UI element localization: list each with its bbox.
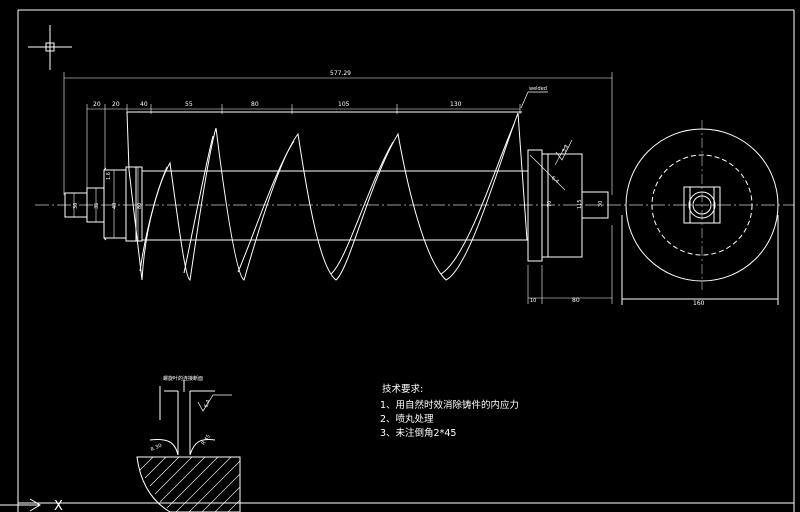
dim-dia-mid: 35: [94, 203, 100, 209]
dim-seg-1: 20: [93, 101, 101, 108]
dim-dia-small: 30: [73, 203, 79, 209]
left-vertical-dims: [73, 167, 139, 241]
detail-r2: R 45: [200, 434, 211, 447]
weld-label: welded: [529, 86, 547, 92]
notes-item-2: 2、喷丸处理: [380, 413, 434, 425]
spiral-flight-inner: [127, 111, 522, 275]
notes-title: 技术要求:: [382, 383, 423, 395]
dim-seg-3: 40: [140, 101, 148, 108]
dim-chamfer-left: 1.6: [106, 172, 112, 180]
dim-seg-6: 105: [338, 101, 350, 108]
roughness-symbol-top: [555, 139, 573, 161]
notes-item-3: 3、未注倒角2*45: [380, 427, 456, 439]
shaft-left-end: [64, 166, 143, 242]
dim-right-1: 70: [547, 201, 553, 207]
spiral-flight-outer: [126, 111, 528, 281]
top-dimension-lines: [63, 72, 613, 195]
ucs-icon: [0, 498, 41, 512]
dim-dia-shaft: 40: [112, 203, 118, 209]
section-hatch: [139, 456, 241, 512]
dim-seg-5: 80: [251, 101, 259, 108]
dim-seg-7: 130: [450, 101, 462, 108]
detail-title: 螺旋叶的连接断面: [163, 375, 203, 382]
roughness-mid-value: 6.4: [550, 175, 560, 185]
drawing-frame: [17, 9, 795, 512]
dim-end-view: 160: [693, 300, 705, 307]
technical-requirements: 技术要求: 1、用自然时效消除铸件的内应力 2、喷丸处理 3、未注倒角2*45: [380, 383, 519, 439]
notes-item-1: 1、用自然时效消除铸件的内应力: [380, 399, 519, 411]
detail-roughness-symbol: [197, 394, 232, 412]
weld-leader: [520, 91, 548, 109]
detail-roughness-value: 6.4: [203, 399, 211, 409]
crosshair-cursor-icon: [28, 25, 72, 70]
detail-r1: R 30: [150, 443, 163, 453]
dim-right-3: 30: [598, 201, 604, 207]
dimension-text: 577.29 20 20 40 55 80 105 130 welded 30 …: [73, 70, 705, 453]
right-hub: [527, 149, 609, 262]
roughness-top-value: 3.2: [561, 144, 570, 154]
dim-seg-2: 20: [112, 101, 120, 108]
dim-right-2: 115: [577, 199, 583, 209]
connection-section-detail: [136, 380, 241, 512]
ucs-x-label: X: [54, 499, 63, 512]
dim-hub-width-b: 80: [572, 297, 580, 304]
dim-dia-hub: 80: [137, 203, 143, 209]
dim-seg-4: 55: [185, 101, 193, 108]
right-dims: [527, 144, 613, 304]
end-view: [621, 120, 779, 305]
shaft-main-tube: [142, 170, 528, 241]
dim-overall: 577.29: [330, 70, 351, 77]
dim-hub-width-a: 10: [530, 298, 536, 304]
